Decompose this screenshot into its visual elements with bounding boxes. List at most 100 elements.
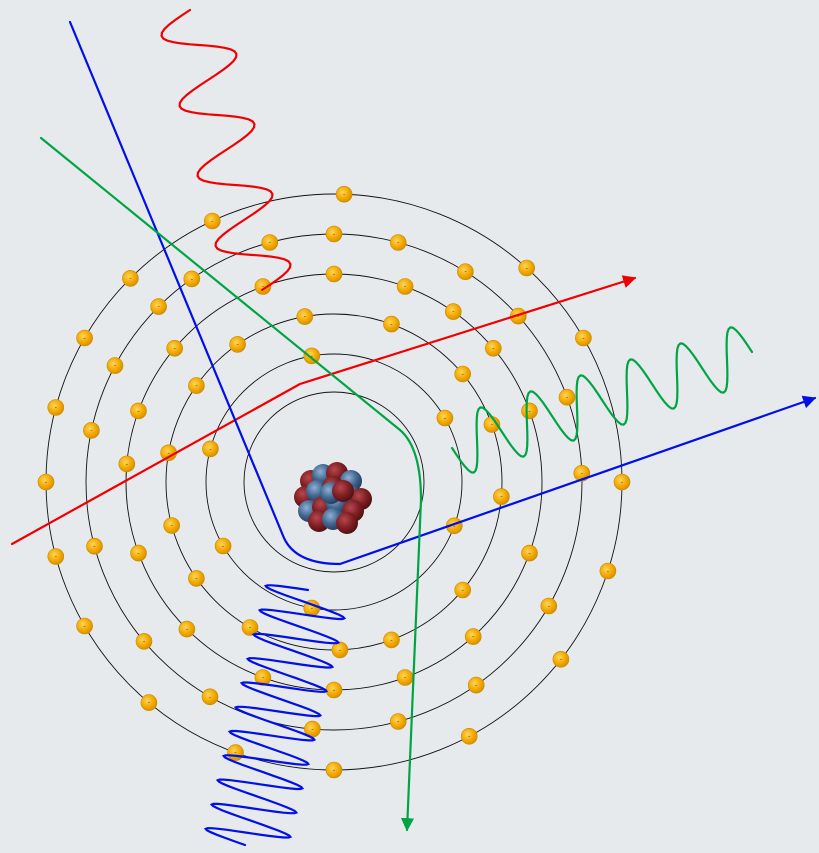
- electron: -: [444, 303, 462, 320]
- blue-wave: [203, 584, 347, 847]
- electron-charge-label: -: [452, 309, 454, 316]
- electron-body: [396, 278, 414, 295]
- electron-charge-label: -: [444, 415, 446, 422]
- orbit-shell-1: [243, 391, 425, 573]
- electron: -: [460, 727, 478, 745]
- proton: [336, 512, 358, 534]
- electron-body: [118, 455, 136, 473]
- electron-charge-label: -: [581, 470, 583, 477]
- electron-charge-label: -: [343, 191, 345, 198]
- electron-charge-label: -: [333, 687, 335, 694]
- electron: -: [464, 628, 482, 645]
- electron-charge-label: -: [211, 218, 213, 225]
- electron: -: [575, 329, 592, 347]
- red-particle-path: [10, 275, 637, 546]
- electron: -: [389, 234, 407, 251]
- electron-body: [76, 329, 93, 347]
- electron-charge-label: -: [404, 284, 406, 291]
- electron-charge-label: -: [462, 587, 464, 594]
- electron: -: [325, 681, 343, 699]
- electron-body: [325, 265, 343, 283]
- electron-body: [241, 619, 259, 636]
- electron-charge-label: -: [174, 345, 176, 352]
- electron: -: [493, 488, 510, 505]
- electron: -: [454, 581, 472, 599]
- electron-body: [166, 339, 183, 357]
- electron-body: [261, 234, 279, 251]
- electron-charge-label: -: [137, 550, 139, 557]
- electron-body: [201, 688, 219, 706]
- electron-charge-label: -: [129, 275, 131, 282]
- electron-body: [178, 620, 196, 638]
- electron-body: [457, 263, 474, 281]
- electron: -: [552, 650, 570, 668]
- electron-charge-label: -: [607, 568, 609, 575]
- green-wave: [450, 326, 754, 474]
- electron: -: [227, 744, 244, 761]
- electron: -: [150, 298, 167, 315]
- electron-body: [202, 440, 219, 458]
- electron-charge-label: -: [390, 637, 392, 644]
- electron-charge-label: -: [186, 626, 188, 633]
- electron-body: [460, 727, 478, 745]
- electron-charge-label: -: [333, 767, 335, 774]
- electron-body: [83, 422, 100, 439]
- electron-charge-label: -: [234, 750, 236, 757]
- electron-body: [518, 259, 536, 277]
- orbit-shell-2: [205, 353, 463, 611]
- electron: -: [140, 694, 158, 711]
- electron-charge-label: -: [404, 675, 406, 682]
- electron-body: [183, 270, 201, 288]
- electron: -: [457, 263, 474, 281]
- electron-charge-label: -: [397, 240, 399, 247]
- electron-body: [325, 225, 343, 243]
- electron: -: [76, 329, 93, 347]
- electron: -: [229, 336, 246, 353]
- electron-charge-label: -: [90, 427, 92, 434]
- electron-body: [444, 303, 462, 320]
- electron-charge-label: -: [171, 523, 173, 530]
- electron-body: [467, 676, 485, 694]
- electron: -: [183, 270, 201, 288]
- electron-charge-label: -: [191, 276, 193, 283]
- electron: -: [204, 212, 221, 230]
- electron: -: [201, 688, 219, 706]
- electron-body: [540, 597, 558, 615]
- electron: -: [325, 761, 343, 779]
- electron-body: [383, 631, 400, 649]
- electron-charge-label: -: [158, 304, 160, 311]
- electron-charge-label: -: [209, 694, 211, 701]
- electron-charge-label: -: [566, 394, 568, 401]
- electron-charge-label: -: [262, 284, 264, 291]
- electrons: - - - - - - - - - - - - - - - - - - - - - - - - - - - - - - - - - - - - - - - -…: [37, 185, 631, 779]
- electron: -: [454, 365, 472, 383]
- electron-body: [188, 570, 205, 587]
- electron: -: [160, 444, 177, 462]
- electron-charge-label: -: [528, 408, 530, 415]
- electron-body: [558, 388, 576, 406]
- electron: -: [130, 402, 147, 420]
- nucleus: [294, 462, 372, 534]
- electron-charge-label: -: [304, 314, 306, 321]
- electron: -: [303, 347, 321, 365]
- electron-charge-label: -: [468, 733, 470, 740]
- electron-charge-label: -: [262, 675, 264, 682]
- electron-body: [37, 473, 55, 491]
- electron-charge-label: -: [475, 682, 477, 689]
- electron-body: [303, 347, 321, 365]
- electron-charge-label: -: [143, 638, 145, 645]
- electron: -: [76, 617, 93, 635]
- electron: -: [37, 473, 55, 491]
- electron: -: [518, 259, 536, 277]
- electron-body: [464, 628, 482, 645]
- electron-body: [135, 633, 153, 650]
- electron-body: [509, 307, 527, 325]
- electron-charge-label: -: [114, 363, 116, 370]
- electron-charge-label: -: [582, 335, 584, 342]
- electron: -: [521, 402, 538, 420]
- electron: -: [166, 339, 183, 357]
- electron-body: [150, 298, 167, 315]
- electron-body: [335, 185, 353, 203]
- electron: -: [135, 633, 153, 650]
